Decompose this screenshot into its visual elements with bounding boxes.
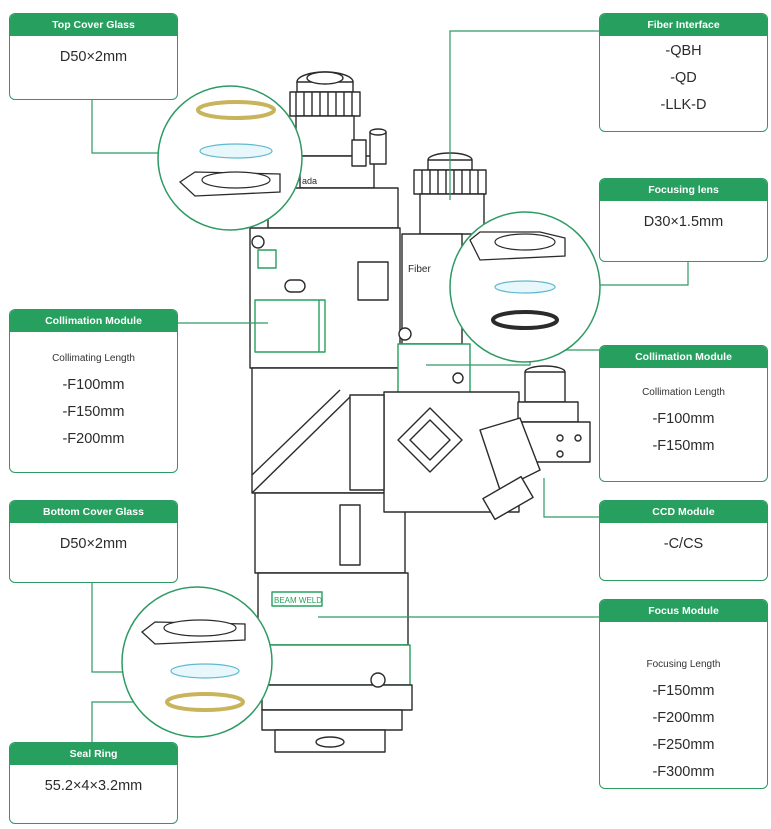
collimation-module-right-value-2: -F150mm [652, 438, 715, 454]
lower-body [254, 492, 406, 574]
fiber-interface-card: Fiber Interface -QBH -QD -LLK-D [599, 13, 768, 132]
seal-ring-value: 55.2×4×3.2mm [44, 778, 143, 794]
focus-module-value-4: -F300mm [652, 764, 715, 780]
air-fittings [351, 128, 387, 167]
focus-module-body [257, 572, 409, 646]
svg-text:ada: ada [302, 176, 317, 186]
focus-module-title: Focus Module [600, 600, 767, 622]
bottom-cover-glass-card: Bottom Cover Glass D50×2mm [9, 500, 178, 583]
bottom-cover-glass-title: Bottom Cover Glass [10, 501, 177, 523]
focus-module-value-3: -F250mm [652, 737, 715, 753]
fiber-interface-value-3: -LLK-D [660, 97, 707, 113]
seal-ring-card: Seal Ring 55.2×4×3.2mm [9, 742, 178, 824]
top-connector: ada [289, 71, 375, 189]
focus-module-value-2: -F200mm [652, 710, 715, 726]
ccd-module-value: -C/CS [663, 536, 704, 552]
bottom-cover-glass-callout [121, 586, 273, 738]
focus-module-value-1: -F150mm [652, 683, 715, 699]
top-cover-glass-callout [157, 85, 303, 231]
svg-text:BEAM WELD: BEAM WELD [274, 596, 322, 605]
fiber-interface-value-1: -QBH [665, 43, 702, 59]
focus-module-subtitle: Focusing Length [646, 659, 721, 670]
ccd-camera [479, 365, 591, 521]
fiber-interface-value-2: -QD [670, 70, 697, 86]
collimation-module-right-value-1: -F100mm [652, 411, 715, 427]
fiber-interface-title: Fiber Interface [600, 14, 767, 36]
focusing-lens-card: Focusing lens D30×1.5mm [599, 178, 768, 262]
collimation-module-left-value-3: -F200mm [62, 431, 125, 447]
collimation-module-left-value-2: -F150mm [62, 404, 125, 420]
focusing-lens-title: Focusing lens [600, 179, 767, 201]
laser-head-body: ada BEAM WELD [249, 71, 591, 753]
fiber-connector: Fiber [398, 152, 487, 345]
focusing-lens-callout [449, 211, 601, 363]
collimation-module-right-subtitle: Collimation Length [642, 387, 725, 398]
bottom-cover-glass-value: D50×2mm [59, 536, 128, 552]
ccd-module-card: CCD Module -C/CS [599, 500, 768, 581]
seal-ring-title: Seal Ring [10, 743, 177, 765]
focusing-lens-value: D30×1.5mm [643, 214, 724, 230]
top-cover-glass-card: Top Cover Glass D50×2mm [9, 13, 178, 100]
top-cover-glass-title: Top Cover Glass [10, 14, 177, 36]
collimation-module-right-card: Collimation Module Collimation Length -F… [599, 345, 768, 482]
focus-module-card: Focus Module Focusing Length -F150mm -F2… [599, 599, 768, 789]
nozzle-base [261, 709, 403, 731]
collimation-module-left-subtitle: Collimating Length [52, 353, 135, 364]
top-cover-glass-value: D50×2mm [59, 49, 128, 65]
collimation-module-left-title: Collimation Module [10, 310, 177, 332]
ccd-module-title: CCD Module [600, 501, 767, 523]
collimation-module-right-title: Collimation Module [600, 346, 767, 368]
svg-text:Fiber: Fiber [408, 264, 431, 275]
collimation-module-left-card: Collimation Module Collimating Length -F… [9, 309, 178, 473]
collimation-module-left-value-1: -F100mm [62, 377, 125, 393]
